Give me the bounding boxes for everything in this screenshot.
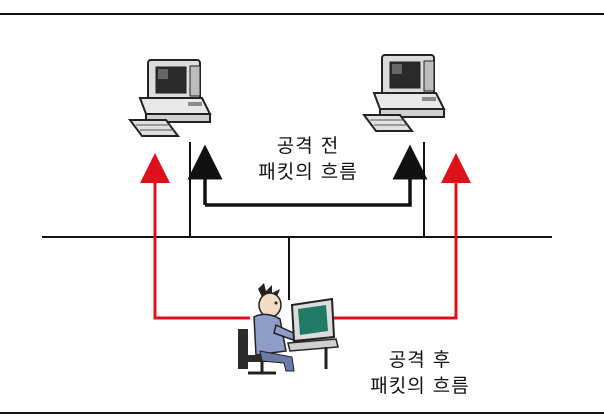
top-border xyxy=(0,13,604,15)
desktop-computer-icon xyxy=(129,59,211,137)
before-attack-label-line1: 공격 전 xyxy=(276,135,340,157)
desktop-computer-icon xyxy=(363,54,445,132)
after-attack-label-line2: 패킷의 흐름 xyxy=(370,375,470,397)
after-flow-arrow-right xyxy=(330,153,471,320)
after-attack-label: 공격 후 패킷의 흐름 xyxy=(330,347,510,399)
after-flow-arrow-left xyxy=(140,153,250,320)
before-attack-label: 공격 전 패킷의 흐름 xyxy=(218,133,398,185)
hacker-at-computer-icon xyxy=(238,283,339,375)
after-attack-label-line1: 공격 후 xyxy=(388,349,452,371)
before-flow-arrow-right xyxy=(205,144,428,207)
before-attack-label-line2: 패킷의 흐름 xyxy=(258,161,358,183)
bottom-border xyxy=(0,412,604,414)
